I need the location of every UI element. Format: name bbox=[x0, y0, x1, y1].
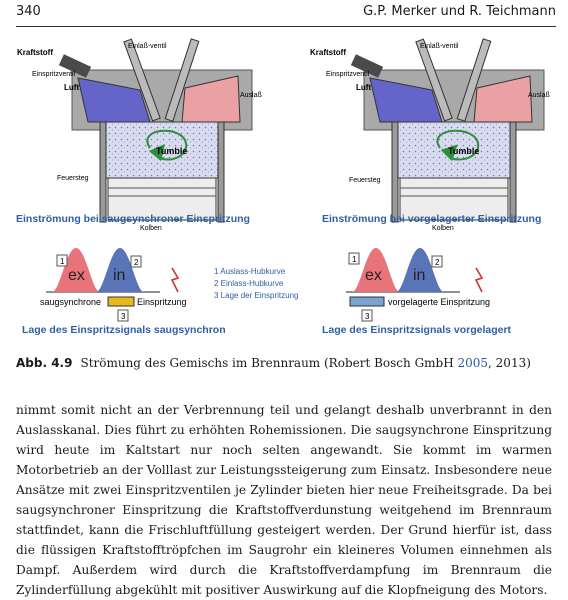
in-label: in bbox=[113, 267, 125, 284]
left-engine-diagram: Tumble Kraftstoff Einspritzventil Luft E… bbox=[16, 38, 262, 232]
caption-text-end: , 2013) bbox=[488, 356, 531, 370]
intake-lift-curve bbox=[396, 248, 444, 292]
figure-caption: Abb. 4.9 Strömung des Gemischs im Brennra… bbox=[16, 356, 531, 370]
figure-4-9: Tumble Kraftstoff Einspritzventil Luft E… bbox=[0, 30, 568, 350]
box-3-label: 3 bbox=[121, 312, 126, 321]
exhaust-port bbox=[181, 75, 241, 123]
inlet-valve bbox=[123, 38, 161, 122]
label-piston: Kolben bbox=[432, 225, 454, 232]
exhaust-valve bbox=[456, 38, 492, 122]
page-header: 340 G.P. Merker und R. Teichmann bbox=[16, 0, 556, 27]
figure-drawing: Tumble Kraftstoff Einspritzventil Luft E… bbox=[16, 38, 550, 336]
label-air: Luft bbox=[356, 83, 371, 92]
caption-text: Strömung des Gemischs im Brennraum (Robe… bbox=[80, 356, 458, 370]
box-2-label: 2 bbox=[134, 258, 139, 267]
right-engine-diagram: Tumble Kraftstoff Einspritzventil Luft E… bbox=[310, 38, 550, 232]
exhaust-lift-curve bbox=[52, 248, 100, 292]
injection-signal-bar bbox=[107, 296, 135, 307]
box-1-label: 1 bbox=[352, 255, 357, 264]
piston bbox=[107, 177, 217, 221]
signal-label: vorgelagerte Einspritzung bbox=[388, 297, 490, 307]
spark-icon bbox=[474, 267, 484, 293]
label-injector: Einspritzventil bbox=[326, 71, 370, 78]
injection-signal-bar bbox=[349, 296, 385, 307]
left-timing-diagram: ex in 1 2 saugsynchrone Einspritzung 3 L… bbox=[22, 248, 226, 336]
tumble-arrow bbox=[146, 129, 188, 162]
left-engine-title: Einströmung bei saugsynchroner Einspritz… bbox=[16, 213, 250, 225]
citation-link[interactable]: 2005 bbox=[457, 356, 489, 370]
label-inlet-valve: Einlaß-ventil bbox=[128, 43, 167, 50]
exhaust-port bbox=[473, 75, 533, 123]
signal-label-right: Einspritzung bbox=[137, 297, 187, 307]
label-fuel: Kraftstoff bbox=[17, 48, 53, 57]
box-3-label: 3 bbox=[365, 312, 370, 321]
right-timing-diagram: ex in 1 2 vorgelagerte Einspritzung 3 La… bbox=[322, 248, 512, 336]
in-label: in bbox=[413, 267, 425, 284]
caption-label: Abb. 4.9 bbox=[16, 356, 73, 370]
label-inlet-valve: Einlaß-ventil bbox=[420, 43, 459, 50]
tumble-label: Tumble bbox=[448, 146, 479, 156]
intake-lift-curve bbox=[96, 248, 144, 292]
ex-label: ex bbox=[68, 267, 85, 284]
legend-item: 1 Auslass-Hubkurve bbox=[214, 267, 286, 276]
legend-item: 2 Einlass-Hubkurve bbox=[214, 279, 284, 288]
right-engine-title: Einströmung bei vorgelagerter Einspritzu… bbox=[322, 213, 541, 225]
label-fire-land: Feuersteg bbox=[57, 175, 89, 182]
exhaust-lift-curve bbox=[352, 248, 400, 292]
tumble-arrow bbox=[436, 129, 480, 162]
label-exhaust: Auslaß bbox=[240, 92, 262, 99]
exhaust-valve bbox=[164, 38, 200, 122]
left-timing-title: Lage des Einspritzsignals saugsynchron bbox=[22, 324, 226, 336]
piston bbox=[399, 177, 509, 221]
page-number: 340 bbox=[16, 4, 41, 19]
label-fuel: Kraftstoff bbox=[310, 48, 346, 57]
right-timing-title: Lage des Einspritzsignals vorgelagert bbox=[322, 324, 512, 336]
inlet-valve bbox=[415, 38, 453, 122]
injector bbox=[58, 54, 92, 78]
label-air: Luft bbox=[64, 83, 79, 92]
paragraph: nimmt somit nicht an der Verbrennung tei… bbox=[16, 403, 552, 597]
box-1-label: 1 bbox=[60, 257, 65, 266]
spark-icon bbox=[170, 267, 180, 293]
body-text: nimmt somit nicht an der Verbrennung tei… bbox=[16, 400, 552, 600]
signal-label-left: saugsynchrone bbox=[40, 297, 101, 307]
tumble-label: Tumble bbox=[156, 146, 187, 156]
legend: 1 Auslass-Hubkurve 2 Einlass-Hubkurve 3 … bbox=[214, 267, 299, 300]
label-fire-land: Feuersteg bbox=[349, 177, 381, 184]
box-2-label: 2 bbox=[435, 258, 440, 267]
injector bbox=[350, 54, 384, 78]
ex-label: ex bbox=[365, 267, 382, 284]
label-piston: Kolben bbox=[140, 225, 162, 232]
label-injector: Einspritzventil bbox=[32, 71, 76, 78]
legend-item: 3 Lage der Einspritzung bbox=[214, 291, 299, 300]
label-exhaust: Auslaß bbox=[528, 92, 550, 99]
running-head-authors: G.P. Merker und R. Teichmann bbox=[363, 4, 556, 19]
